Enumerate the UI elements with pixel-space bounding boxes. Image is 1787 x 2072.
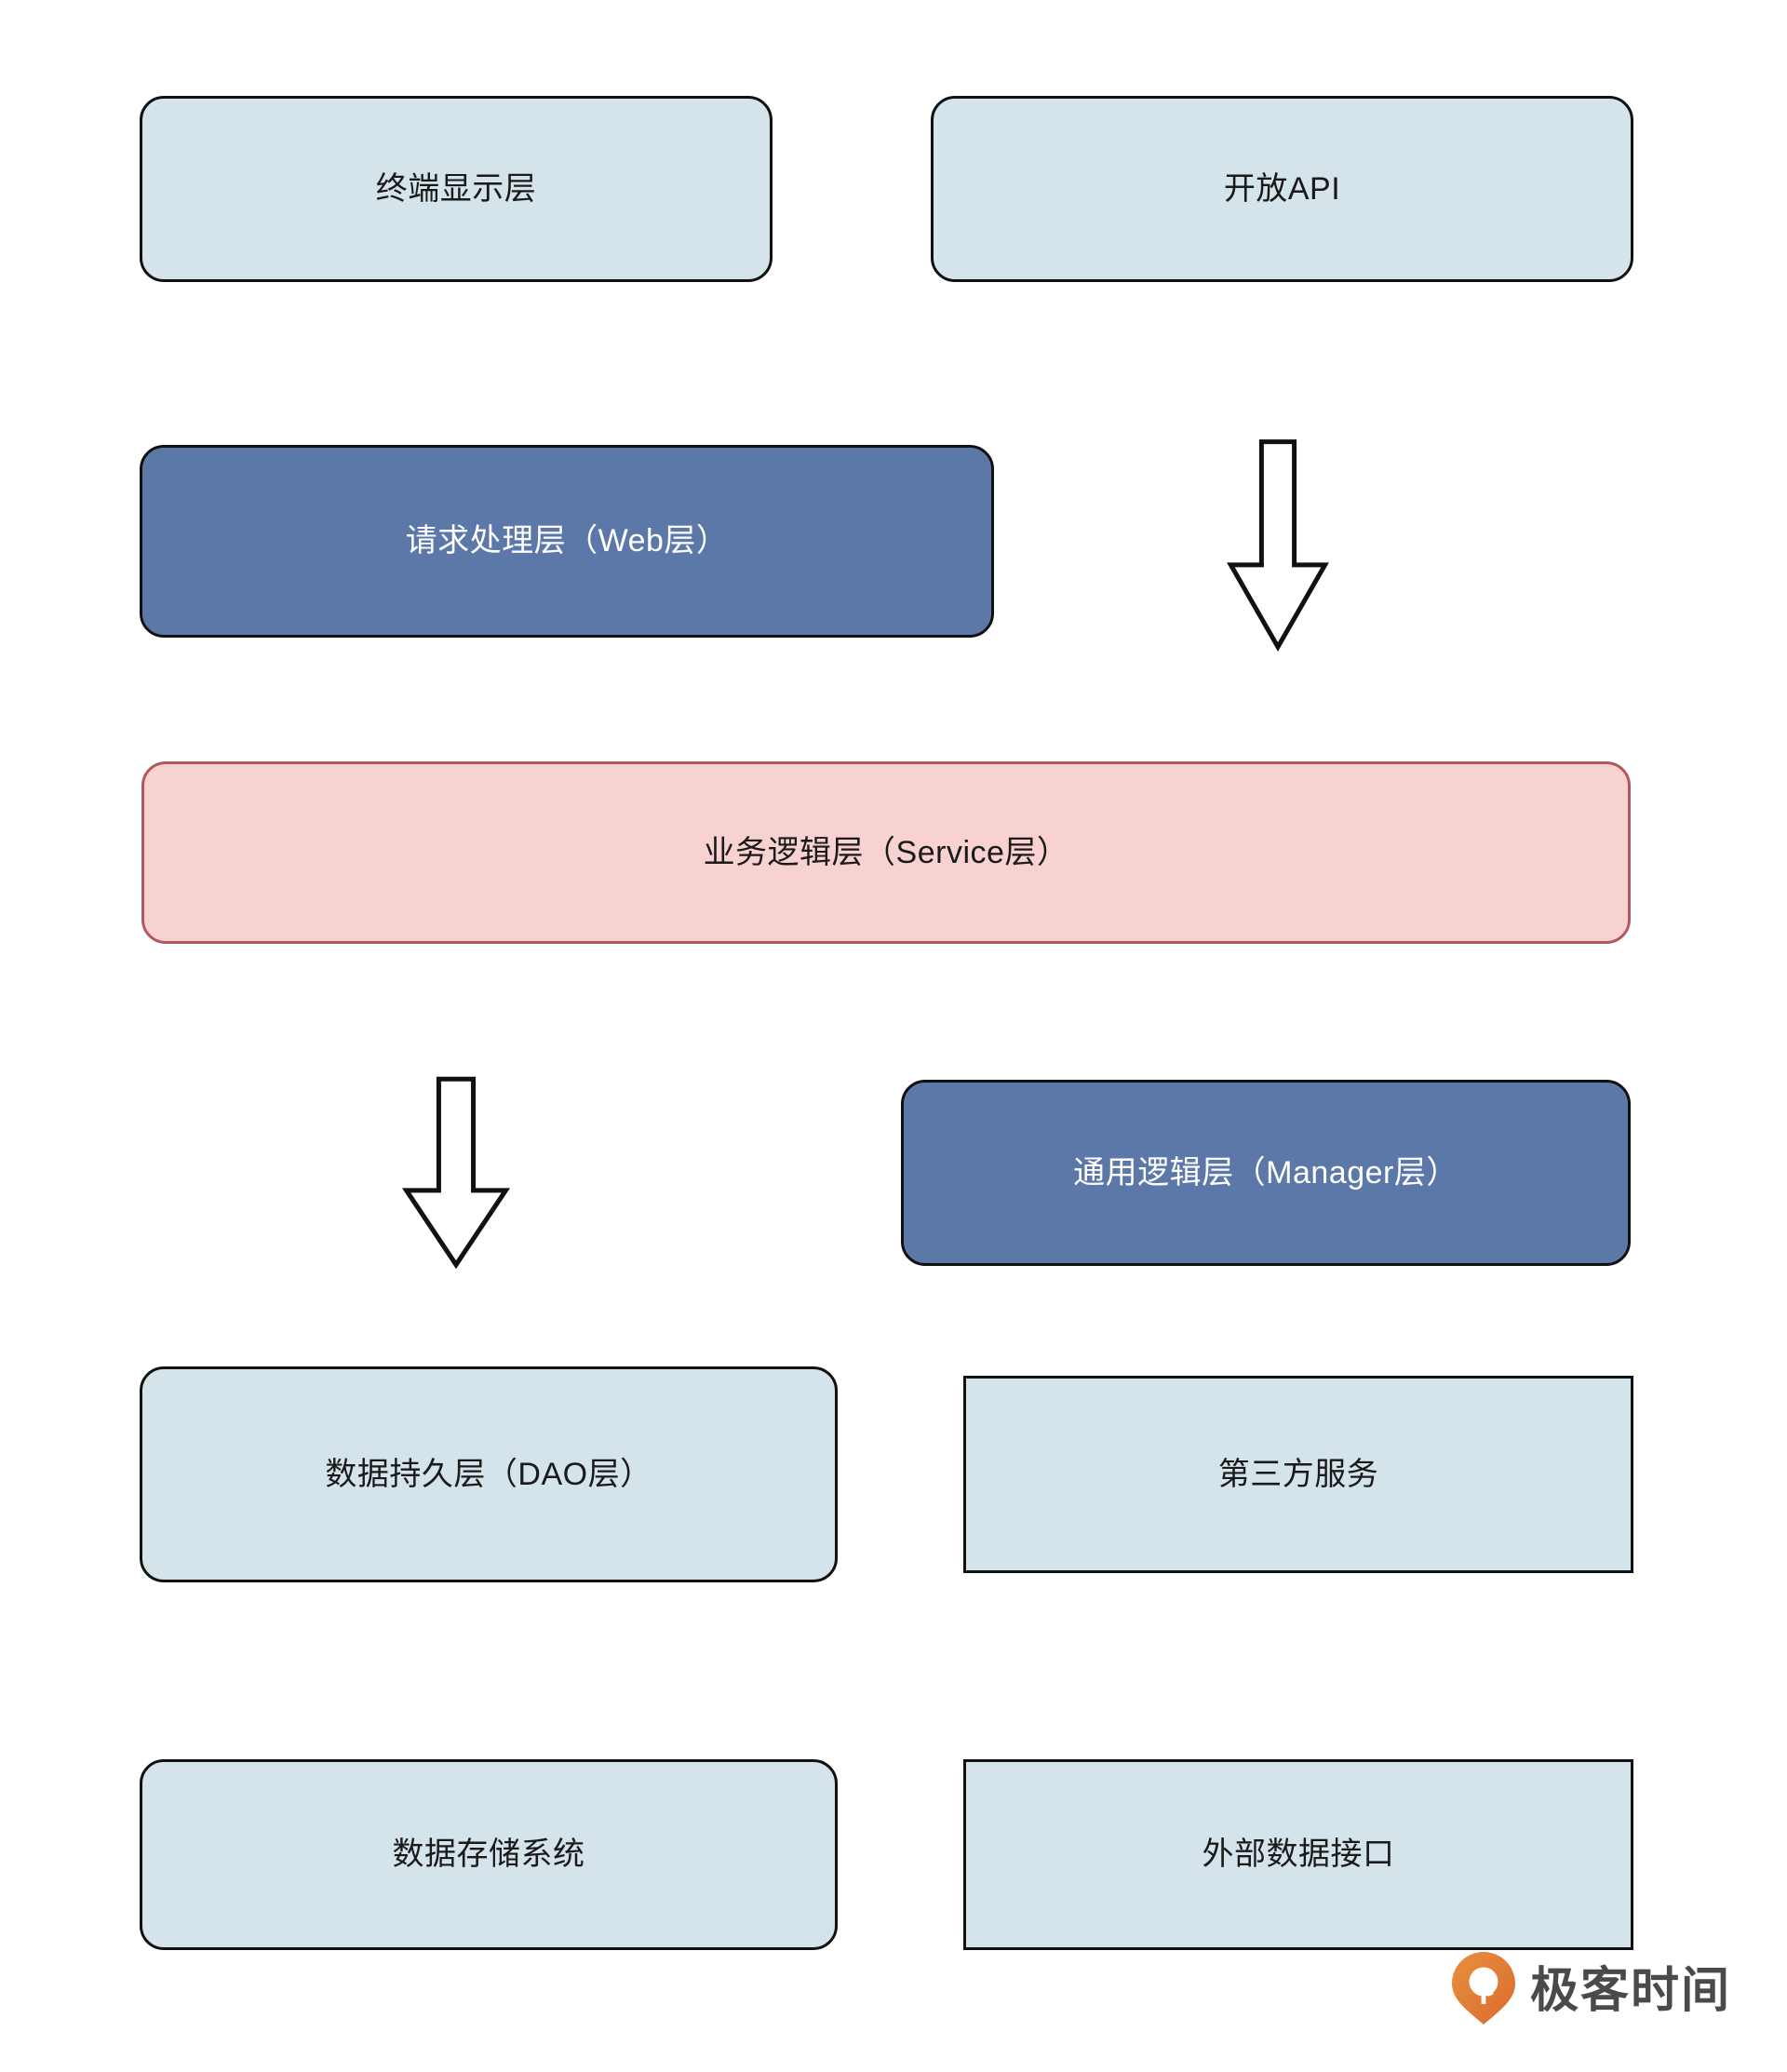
- node-open-api[interactable]: 开放API: [931, 96, 1633, 282]
- brand-watermark: 极客时间: [1450, 1950, 1731, 2031]
- node-label: 终端显示层: [375, 170, 537, 207]
- node-label: 外部数据接口: [1202, 1837, 1395, 1873]
- brand-name: 极客时间: [1530, 1963, 1732, 2018]
- node-third-party-service[interactable]: 第三方服务: [963, 1376, 1633, 1573]
- node-external-data-interface[interactable]: 外部数据接口: [963, 1759, 1633, 1950]
- node-manager-layer[interactable]: 通用逻辑层（Manager层）: [901, 1080, 1631, 1266]
- node-label: 通用逻辑层（Manager层）: [1073, 1154, 1458, 1191]
- node-label: 开放API: [1223, 170, 1341, 207]
- node-service-layer[interactable]: 业务逻辑层（Service层）: [141, 761, 1631, 944]
- node-label: 数据存储系统: [392, 1837, 585, 1873]
- geektime-pin-icon: [1450, 1950, 1517, 2031]
- node-label: 数据持久层（DAO层）: [325, 1456, 652, 1492]
- node-dao-layer[interactable]: 数据持久层（DAO层）: [140, 1366, 838, 1582]
- node-label: 业务逻辑层（Service层）: [703, 834, 1069, 870]
- node-request-web-layer[interactable]: 请求处理层（Web层）: [140, 445, 994, 638]
- node-terminal-display-layer[interactable]: 终端显示层: [140, 96, 773, 282]
- arrow-api-to-service-icon: [1227, 437, 1329, 653]
- arrow-service-to-dao-icon: [402, 1075, 510, 1271]
- node-label: 第三方服务: [1217, 1456, 1379, 1492]
- node-label: 请求处理层（Web层）: [405, 523, 729, 559]
- node-data-storage-system[interactable]: 数据存储系统: [140, 1759, 838, 1950]
